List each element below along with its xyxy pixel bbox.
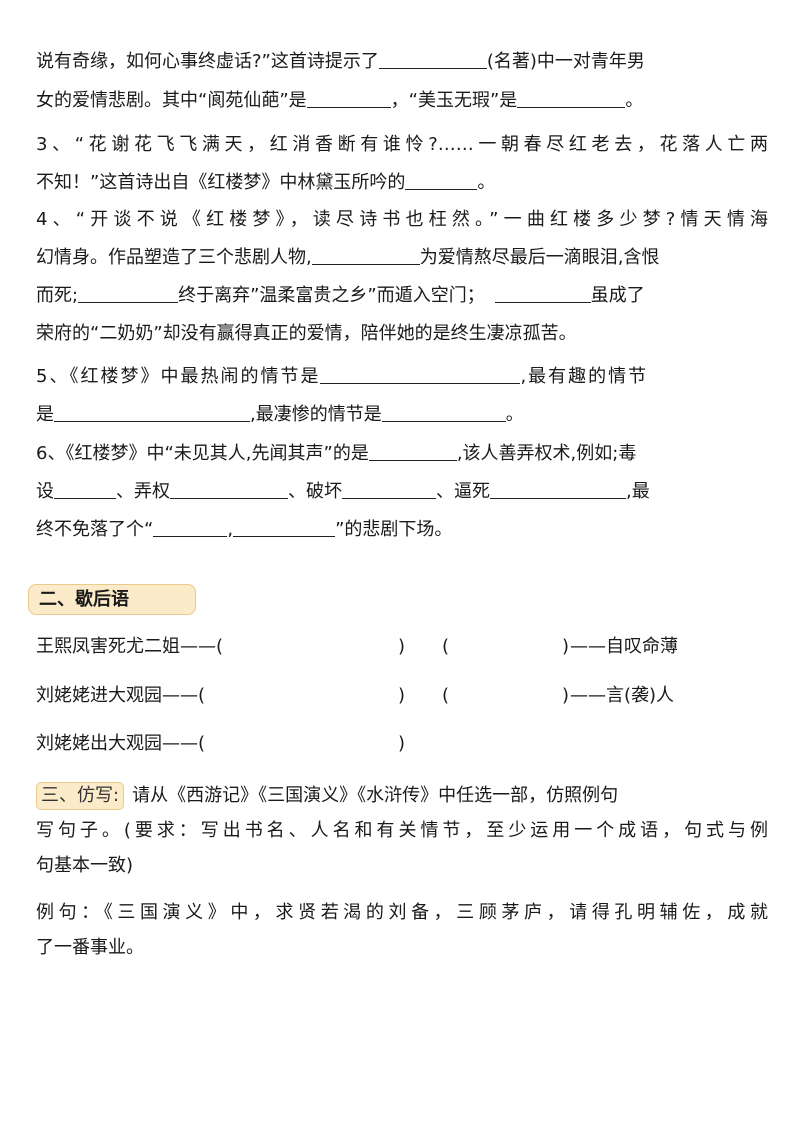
xiehouyu-answer: ——自叹命薄: [570, 636, 678, 657]
q5-text: 。: [505, 404, 524, 425]
q6-text: 6、《红楼梦》中“未见其人,先闻其声”的是: [36, 443, 369, 464]
answer-blank[interactable]: [490, 478, 626, 499]
q4-line-3: 而死; 终于离弃”温柔富贵之乡”而遁入空门； 虽成了: [36, 279, 768, 312]
answer-blank[interactable]: [368, 440, 457, 461]
xiehouyu-row-1: 王熙凤害死尤二姐——( ) ( ) ——自叹命薄: [36, 632, 766, 662]
q4-text: 幻情身。作品塑造了三个悲剧人物,: [36, 247, 312, 268]
q6-text: 、弄权: [116, 481, 170, 502]
q2-text: 。: [625, 90, 644, 111]
q5-text: ,最凄惨的情节是: [250, 404, 382, 425]
xiehouyu-question: 王熙凤害死尤二姐——(: [36, 636, 224, 657]
q4-line-1: 4、“开谈不说《红楼梦》，读尽诗书也枉然。”一曲红楼多少梦?情天情海: [36, 209, 768, 230]
question-3: 3、“花谢花飞飞满天，红消香断有谁怜?……一朝春尽红老去，花落人亡两 不知！”这…: [36, 128, 768, 199]
paren-close: ): [398, 733, 406, 754]
section-3-text: 请从《西游记》《三国演义》《水浒传》中任选一部，仿照例句: [132, 785, 619, 806]
question-5: 5、《红楼梦》中最热闹的情节是 ,最有趣的情节 是 ,最凄惨的情节是 。: [36, 360, 768, 431]
q6-text: 、逼死: [436, 481, 490, 502]
q6-text: 设: [36, 481, 54, 502]
answer-blank[interactable]: [153, 516, 228, 537]
q3-line-1: 3、“花谢花飞飞满天，红消香断有谁怜?……一朝春尽红老去，花落人亡两: [36, 134, 768, 155]
paren-close: ): [398, 636, 406, 657]
paren-open: (: [442, 685, 450, 706]
q6-line-1: 6、《红楼梦》中“未见其人,先闻其声”的是 ,该人善弄权术,例如;毒: [36, 437, 768, 470]
answer-blank[interactable]: [405, 169, 478, 190]
q3-line-2: 不知！”这首诗出自《红楼梦》中林黛玉所吟的 。: [36, 166, 768, 199]
q4-text: 为爱情熬尽最后一滴眼泪,含恨: [419, 247, 660, 268]
answer-blank[interactable]: [320, 363, 521, 384]
question-2-continued: 说有奇缘，如何心事终虚话?”这首诗提示了 (名著)中一对青年男 女的爱情悲剧。其中…: [36, 45, 768, 117]
q6-text: 、破坏: [288, 481, 342, 502]
paren-close: ): [398, 685, 406, 706]
paren-close: ): [562, 685, 570, 706]
q4-text: 终于离弃”温柔富贵之乡”而遁入空门；: [178, 285, 485, 306]
q3-text: 不知！”这首诗出自《红楼梦》中林黛玉所吟的: [36, 172, 406, 193]
answer-blank[interactable]: [170, 478, 288, 499]
q2-text: 女的爱情悲剧。其中“阆苑仙葩”是: [36, 90, 307, 111]
q6-text: ,: [227, 519, 234, 540]
xiehouyu-answer: ——言(袭)人: [570, 685, 675, 706]
answer-blank[interactable]: [381, 401, 506, 422]
answer-blank[interactable]: [54, 401, 250, 422]
section-3: 三、仿写: 请从《西游记》《三国演义》《水浒传》中任选一部，仿照例句 写句子。(要…: [36, 779, 768, 964]
xiehouyu-row-2: 刘姥姥进大观园——( ) ( ) ——言(袭)人: [36, 681, 766, 711]
section-2-header: 二、歇后语: [28, 584, 196, 615]
q6-line-2: 设 、弄权 、破坏 、逼死 ,最: [36, 475, 768, 508]
q5-text: ,最有趣的情节: [520, 366, 649, 387]
answer-blank[interactable]: [378, 48, 487, 69]
xiehouyu-question: 刘姥姥进大观园——(: [36, 685, 206, 706]
q2-line-2: 女的爱情悲剧。其中“阆苑仙葩”是 ，“美玉无瑕”是 。: [36, 84, 768, 117]
q5-line-1: 5、《红楼梦》中最热闹的情节是 ,最有趣的情节: [36, 360, 768, 393]
q6-text: ,最: [626, 481, 650, 502]
xiehouyu-row-3: 刘姥姥出大观园——( ): [36, 729, 766, 759]
q3-text: 。: [477, 172, 496, 193]
q5-text: 5、《红楼梦》中最热闹的情节是: [36, 366, 321, 387]
q2-line-1: 说有奇缘，如何心事终虚话?”这首诗提示了 (名著)中一对青年男: [36, 45, 768, 78]
answer-blank[interactable]: [311, 244, 420, 265]
section-3-header: 三、仿写:: [36, 782, 125, 810]
q4-line-2: 幻情身。作品塑造了三个悲剧人物, 为爱情熬尽最后一滴眼泪,含恨: [36, 241, 768, 274]
answer-blank[interactable]: [342, 478, 436, 499]
paren-open: (: [442, 636, 450, 657]
example-line-2: 了一番事业。: [36, 937, 144, 958]
answer-blank[interactable]: [233, 516, 336, 537]
answer-blank[interactable]: [78, 282, 179, 303]
q4-text: 而死;: [36, 285, 79, 306]
q5-text: 是: [36, 404, 54, 425]
q2-text: (名著)中一对青年男: [486, 51, 645, 72]
xiehouyu-question: 刘姥姥出大观园——(: [36, 733, 206, 754]
section-3-line-2: 写句子。(要求：写出书名、人名和有关情节，至少运用一个成语，句式与例: [36, 820, 768, 841]
q2-text: 说有奇缘，如何心事终虚话?”这首诗提示了: [36, 51, 379, 72]
paren-close: ): [562, 636, 570, 657]
question-6: 6、《红楼梦》中“未见其人,先闻其声”的是 ,该人善弄权术,例如;毒 设 、弄权 、破…: [36, 437, 768, 546]
section-3-line-3: 句基本一致): [36, 855, 134, 876]
section-3-line-1: 三、仿写: 请从《西游记》《三国演义》《水浒传》中任选一部，仿照例句: [36, 779, 768, 812]
q5-line-2: 是 ,最凄惨的情节是 。: [36, 398, 768, 431]
q2-text: ，“美玉无瑕”是: [390, 90, 518, 111]
q6-line-3: 终不免落了个“, ”的悲剧下场。: [36, 513, 768, 546]
example-line-1: 例句：《三国演义》中，求贤若渴的刘备，三顾茅庐，请得孔明辅佐，成就: [36, 902, 768, 923]
q4-line-4: 荣府的“二奶奶”却没有赢得真正的爱情，陪伴她的是终生凄凉孤苦。: [36, 323, 577, 344]
answer-blank[interactable]: [306, 87, 391, 108]
answer-blank[interactable]: [54, 478, 116, 499]
answer-blank[interactable]: [517, 87, 626, 108]
q6-text: 终不免落了个“: [36, 519, 154, 540]
q4-text: 虽成了: [590, 285, 645, 306]
q6-text: ”的悲剧下场。: [335, 519, 453, 540]
question-4: 4、“开谈不说《红楼梦》，读尽诗书也枉然。”一曲红楼多少梦?情天情海 幻情身。作…: [36, 203, 768, 350]
q6-text: ,该人善弄权术,例如;毒: [456, 443, 637, 464]
answer-blank[interactable]: [494, 282, 591, 303]
